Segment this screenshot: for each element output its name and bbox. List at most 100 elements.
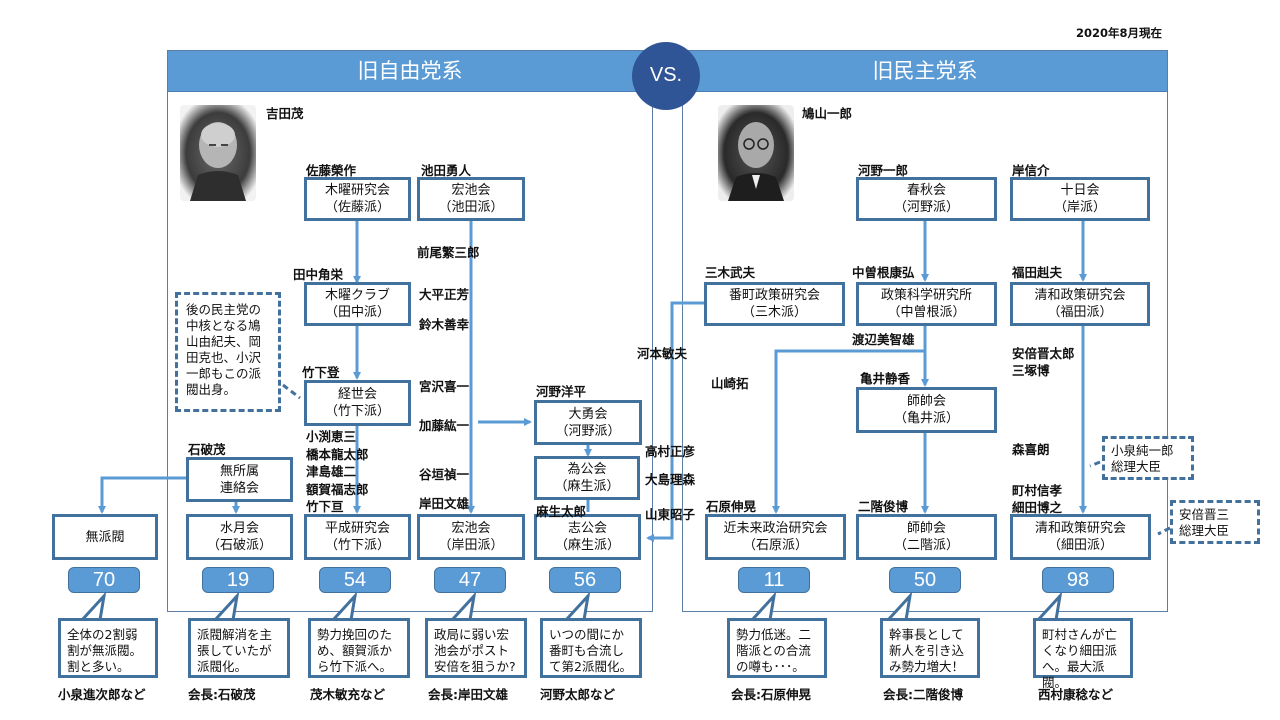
faction-mokuyo-kenkyukai[interactable]: 木曜研究会 （佐藤派） xyxy=(304,177,411,221)
faction-ikoukai[interactable]: 為公会 （麻生派） xyxy=(534,456,640,500)
faction-sub: （岸田派） xyxy=(438,538,504,553)
faction-sub: 連絡会 xyxy=(219,480,259,496)
faction-shisuikai-nikai[interactable]: 師帥会 （二階派） xyxy=(856,514,997,560)
caption-hosoda: 西村康稔など xyxy=(1038,687,1114,702)
note-line: 階派との合流 xyxy=(736,643,811,658)
faction-name: 木曜研究会 xyxy=(324,183,390,198)
line-bancho-to-shikoukai xyxy=(646,301,705,542)
leader-mitsuzuka: 三塚博 xyxy=(1012,363,1050,378)
leader-nikai: 二階俊博 xyxy=(858,499,909,514)
leader-machimura: 町村信孝 xyxy=(1012,483,1063,498)
note-muhabatsu: 全体の2割弱 割が無派閥。 割と多い。 xyxy=(58,618,158,678)
faction-keiseikai[interactable]: 経世会 （竹下派） xyxy=(304,380,411,426)
note-line: 派閥解消を主 xyxy=(197,627,273,642)
leader-komoto: 河本敏夫 xyxy=(637,346,688,361)
founder-hatoyama: 鳩山一郎 xyxy=(802,106,853,121)
faction-muhabatsu[interactable]: 無派閥 xyxy=(52,514,158,560)
faction-sub: （佐藤派） xyxy=(324,200,390,215)
faction-sub: （細田派） xyxy=(1047,538,1113,553)
leader-suzuki: 鈴木善幸 xyxy=(419,317,470,332)
leader-nakasone: 中曽根康弘 xyxy=(852,265,915,280)
leader-nukaga: 額賀福志郎 xyxy=(306,481,369,497)
count-shikoukai: 56 xyxy=(549,567,621,593)
faction-seiwa-hosoda[interactable]: 清和政策研究会 （細田派） xyxy=(1010,514,1151,560)
faction-name: 春秋会 xyxy=(906,183,946,198)
faction-sub: （亀井派） xyxy=(893,411,959,426)
note-line: の噂も･･･。 xyxy=(736,659,805,674)
faction-kochikai-kishida[interactable]: 宏池会 （岸田派） xyxy=(417,514,525,560)
faction-shisuikai-kamei[interactable]: 師帥会 （亀井派） xyxy=(856,387,997,433)
leader-miki: 三木武夫 xyxy=(705,265,756,280)
faction-name: 宏池会 xyxy=(451,521,491,536)
faction-name: 師帥会 xyxy=(906,521,946,536)
dashed-link-koizumi xyxy=(1089,460,1101,468)
note-line: 幹事長として xyxy=(889,627,964,642)
leader-tsushima: 津島雄二 xyxy=(306,464,357,479)
vs-badge: VS. xyxy=(632,42,700,110)
note-line: 政局に弱い宏 xyxy=(434,627,510,642)
note-democratic-origin: 後の民主党の中核となる鳩山由紀夫、岡田克也、小沢一郎もこの派閥出身。 xyxy=(175,292,281,412)
callout-pointer-50 xyxy=(886,591,913,622)
leader-maeo: 前尾繁三郎 xyxy=(417,245,480,260)
faction-sub: （池田派） xyxy=(438,200,504,215)
leader-takamura: 高村正彦 xyxy=(645,444,696,459)
faction-name: 為公会 xyxy=(567,462,607,477)
leader-kishida: 岸田文雄 xyxy=(419,496,470,511)
faction-kinmirai[interactable]: 近未来政治研究会 （石原派） xyxy=(705,514,846,560)
faction-sub: （麻生派） xyxy=(554,538,620,553)
leader-takeshita-wataru: 竹下亘 xyxy=(306,499,344,514)
caption-heisei: 茂木敏充など xyxy=(310,687,386,702)
faction-mushozoku[interactable]: 無所属 連絡会 xyxy=(186,457,293,502)
note-line: 町村さんが亡 xyxy=(1042,627,1118,642)
count-nikai: 50 xyxy=(889,567,961,593)
faction-bancho[interactable]: 番町政策研究会 （三木派） xyxy=(704,282,845,326)
faction-shikoukai[interactable]: 志公会 （麻生派） xyxy=(534,514,641,560)
leader-santo: 山東昭子 xyxy=(645,507,696,522)
note-line: 派閥化。 xyxy=(197,659,248,674)
note-suigetsukai: 派閥解消を主 張していたが 派閥化。 xyxy=(188,618,290,678)
callout-pointer-11 xyxy=(750,591,777,622)
count-heisei: 54 xyxy=(319,567,391,593)
note-line: いつの間にか xyxy=(549,627,625,642)
leader-yamasaki: 山崎拓 xyxy=(711,376,749,391)
faction-mokuyo-club[interactable]: 木曜クラブ （田中派） xyxy=(304,282,411,326)
caption-kochikai: 会長:岸田文雄 xyxy=(428,687,508,702)
faction-sub: （田中派） xyxy=(324,305,390,320)
note-line: 勢力低迷。二 xyxy=(736,627,812,642)
faction-seiwa-fukuda[interactable]: 清和政策研究会 （福田派） xyxy=(1010,282,1150,326)
caption-suigetsukai: 会長:石破茂 xyxy=(188,687,256,702)
faction-heisei[interactable]: 平成研究会 （竹下派） xyxy=(304,514,411,560)
founder-yoshida: 吉田茂 xyxy=(266,106,304,121)
note-line: 全体の2割弱 xyxy=(67,627,138,642)
caption-muhabatsu: 小泉進次郎など xyxy=(58,687,146,702)
faction-seisaku-kagaku[interactable]: 政策科学研究所 （中曽根派） xyxy=(856,282,997,326)
faction-shunjukai[interactable]: 春秋会 （河野派） xyxy=(856,177,997,221)
leader-ishihara: 石原伸晃 xyxy=(706,499,757,514)
faction-name: 十日会 xyxy=(1060,183,1100,198)
leader-obuchi: 小渕恵三 xyxy=(306,429,357,444)
faction-suigetsukai[interactable]: 水月会 （石破派） xyxy=(186,514,293,560)
note-shikoukai: いつの間にか 番町も合流し て第2派閥化。 xyxy=(540,618,642,678)
faction-kochikai-ikeda[interactable]: 宏池会 （池田派） xyxy=(417,177,525,221)
faction-name: 近未来政治研究会 xyxy=(723,521,828,536)
dashed-link-abe xyxy=(1157,526,1171,536)
faction-name: 師帥会 xyxy=(906,394,946,409)
faction-name: 大勇会 xyxy=(568,406,608,422)
note-line: 池会がポスト xyxy=(434,643,510,658)
faction-sub: （福田派） xyxy=(1047,305,1113,320)
callout-pointer-54 xyxy=(331,591,358,622)
leader-ohira: 大平正芳 xyxy=(419,287,470,302)
date-label: 2020年8月現在 xyxy=(1075,26,1162,40)
note-line: へ。最大派閥。 xyxy=(1042,659,1105,690)
faction-sub: （麻生派） xyxy=(554,479,620,494)
pm-abe-name: 安倍晋三 xyxy=(1179,507,1230,522)
leader-kono-yohei: 河野洋平 xyxy=(536,384,587,399)
faction-sub: （河野派） xyxy=(893,200,959,215)
leader-abe-shintaro: 安倍晋太郎 xyxy=(1012,346,1075,361)
leader-tanaka: 田中角栄 xyxy=(293,267,344,282)
line-mushozoku-to-muhabatsu xyxy=(98,476,187,514)
faction-tokakai[interactable]: 十日会 （岸派） xyxy=(1010,177,1150,221)
leader-sato: 佐藤榮作 xyxy=(306,163,357,178)
faction-taiyukai[interactable]: 大勇会 （河野派） xyxy=(534,400,642,445)
